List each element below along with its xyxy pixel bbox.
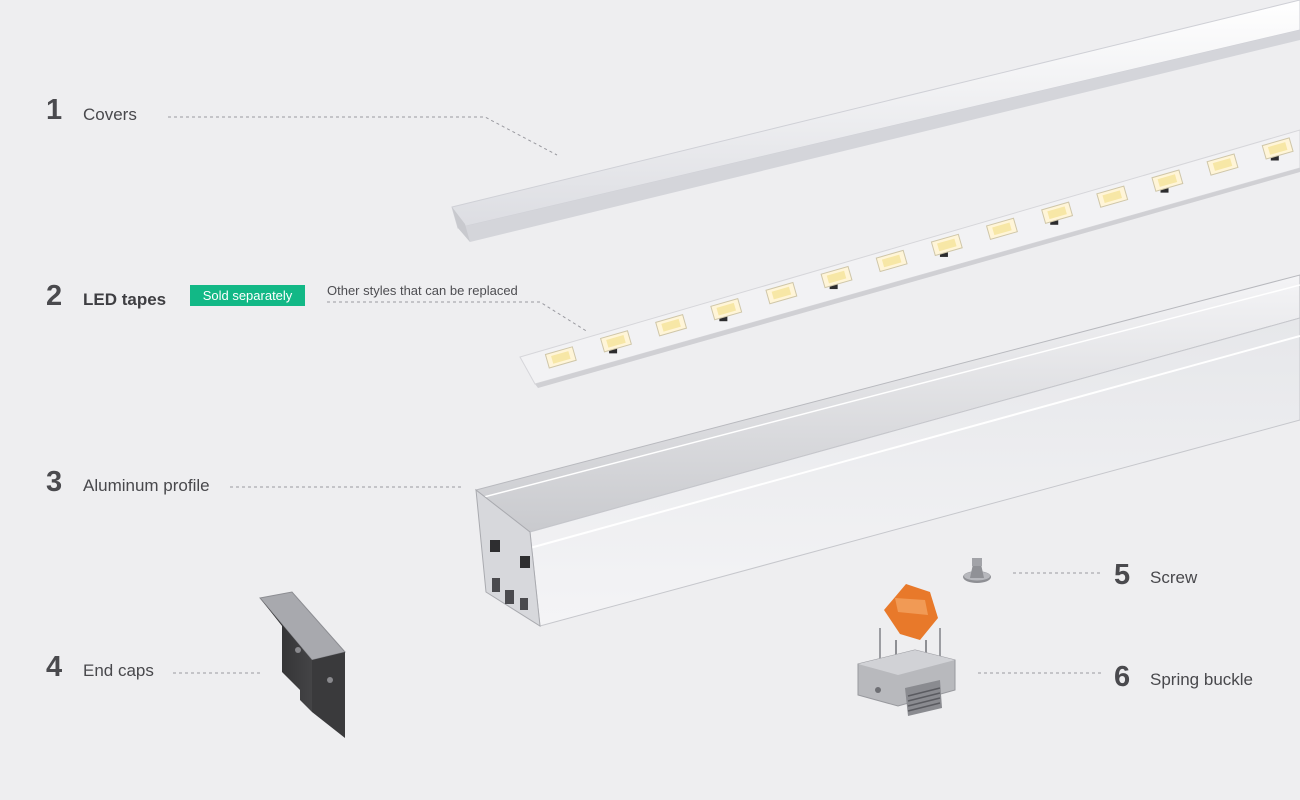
part-number-2: 2: [46, 280, 63, 312]
spring-buckle-icon: [857, 584, 956, 716]
end-cap-icon: [259, 591, 346, 738]
led-chip: [985, 217, 1018, 241]
leader-line-covers: [168, 116, 558, 156]
part-number-4: 4: [46, 651, 63, 683]
part-label-covers: Covers: [83, 105, 137, 124]
replacement-note: Other styles that can be replaced: [327, 283, 518, 298]
part-number-3: 3: [46, 466, 63, 498]
led-chip: [599, 330, 632, 353]
part-number-6: 6: [1114, 661, 1131, 693]
part-number-1: 1: [46, 94, 63, 126]
led-strip-icon: [519, 129, 1300, 388]
leader-lines: [168, 116, 1102, 674]
part-number-5: 5: [1114, 559, 1131, 591]
leader-line-led-tapes: [327, 301, 589, 333]
part-label-end-caps: End caps: [83, 661, 154, 680]
led-chip: [820, 265, 853, 289]
part-label-screw: Screw: [1150, 568, 1198, 587]
cover-strip-icon: [451, 0, 1300, 242]
aluminum-profile-icon: [474, 274, 1300, 627]
led-chip: [875, 249, 908, 273]
led-chip: [930, 233, 963, 257]
led-chip: [655, 314, 688, 337]
part-label-aluminum-profile: Aluminum profile: [83, 476, 210, 495]
led-chip: [1206, 153, 1239, 176]
led-chip: [544, 346, 577, 369]
part-label-led-tapes: LED tapes: [83, 290, 167, 309]
led-chip: [710, 297, 743, 321]
sold-separately-badge: Sold separately: [190, 285, 305, 306]
led-chip: [1041, 201, 1074, 224]
led-chip: [1096, 185, 1129, 208]
led-chip: [765, 281, 798, 305]
led-chip: [1151, 169, 1184, 192]
led-chip: [1261, 137, 1294, 160]
part-label-spring-buckle: Spring buckle: [1150, 670, 1254, 689]
screw-icon: [963, 558, 991, 583]
